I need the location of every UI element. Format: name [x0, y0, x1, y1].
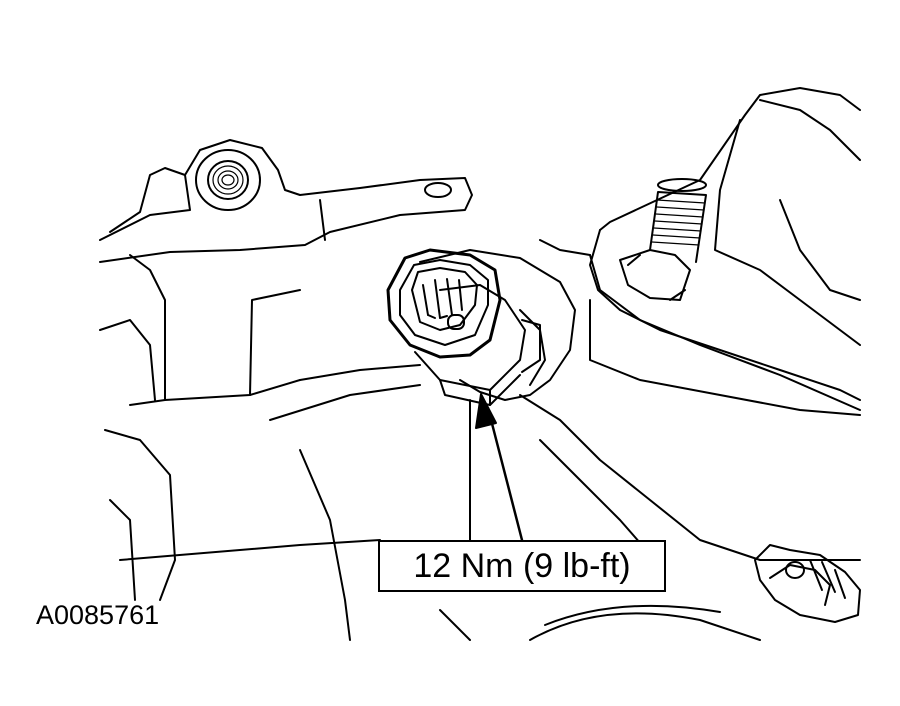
stud-and-nut-housing [539, 87, 861, 416]
sensor-mounting-boss [419, 249, 576, 401]
retaining-clip [754, 544, 861, 623]
sensor-connector [386, 248, 541, 406]
torque-spec-label: 12 Nm (9 lb-ft) [413, 546, 631, 585]
threaded-boss-bracket [99, 139, 473, 406]
figure-id: A0085761 [36, 600, 160, 630]
torque-spec-callout: 12 Nm (9 lb-ft) [378, 540, 666, 592]
torque-callout-leader [475, 393, 524, 542]
